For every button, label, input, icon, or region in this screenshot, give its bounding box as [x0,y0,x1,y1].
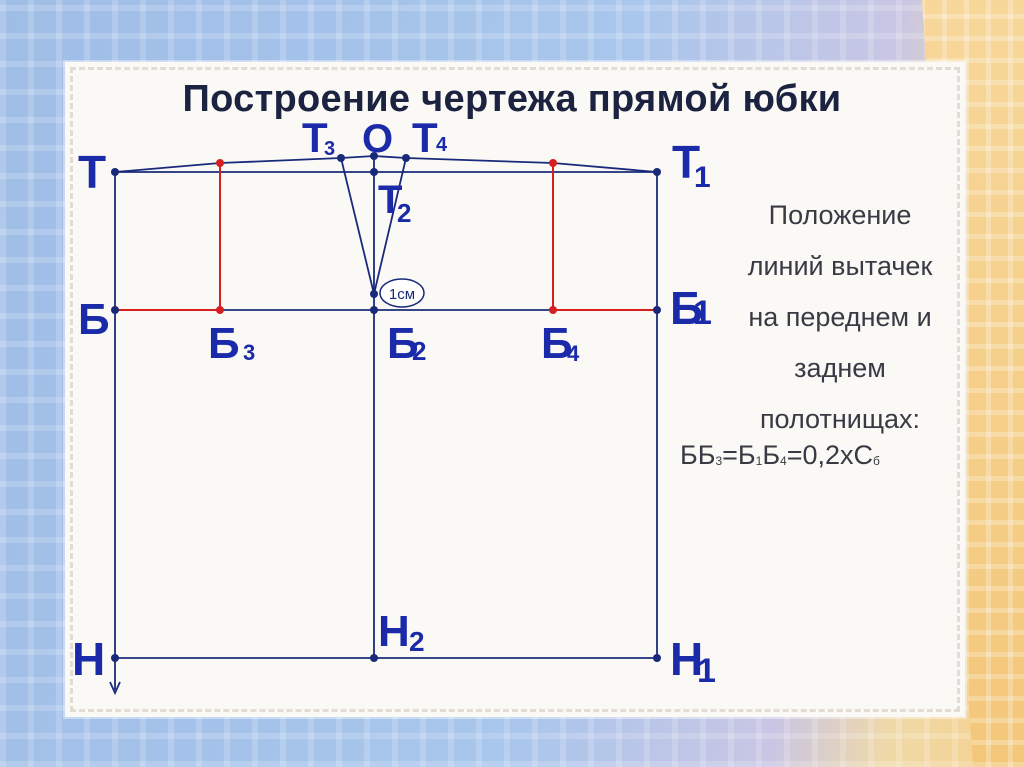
label-B4-sub: 4 [567,341,580,366]
point-O [370,152,378,160]
caption-line-4: заднем [794,353,886,383]
dart-depth-label: 1см [389,286,415,303]
formula-sub-4: б [873,454,880,468]
point-T [111,168,119,176]
caption-line-5: полотнищах: [759,404,921,434]
caption-line-2: линий вытачек [747,251,933,281]
formula-part-2: =Б [722,440,756,470]
label-T4-main: Т [412,114,438,161]
point-B2 [370,306,378,314]
label-T2-main: Т [378,178,402,222]
caption-line-3: на переднем и [748,302,932,332]
point-dart-tip [370,290,378,298]
formula-sub-3: 4 [780,454,787,468]
arrow-head [109,681,121,696]
label-T3-sub: 3 [324,138,335,160]
label-H2-main: Н [378,607,410,656]
label-B3-sub: 3 [243,340,255,365]
slide-title: Построение чертежа прямой юбки [182,78,842,120]
label-H1-main: Н [670,633,703,685]
point-T2 [370,168,378,176]
point-B3 [216,306,224,314]
point-H [111,654,119,662]
point-T3 [337,154,345,162]
label-B: Б [78,295,110,344]
dart-formula: ББ3=Б1Б4=0,2хСб [680,440,880,471]
label-B4-main: Б [541,319,573,368]
point-B [111,306,119,314]
dart-depth-bubble [379,278,425,308]
label-T4-sub: 4 [436,134,448,156]
label-B3-main: Б [208,319,240,368]
point-dart-top-right [549,159,557,167]
formula-part-3: Б [762,440,781,470]
label-H1-sub: 1 [697,652,716,690]
caption-text: Положение линий вытачек на переднем и за… [690,190,990,445]
formula-sub-2: 1 [755,454,763,468]
label-T: Т [78,146,106,198]
label-B2-main: Б [387,319,419,368]
dart-line-left [340,157,375,295]
point-B1 [653,306,661,314]
label-T2-sub: 2 [397,198,411,228]
caption-line-1: Положение [768,200,912,230]
label-B2-sub: 2 [412,336,426,366]
dart-line-right [373,157,407,295]
label-T3-main: Т [302,114,328,161]
label-T1-main: Т [672,136,700,188]
point-T4 [402,154,410,162]
label-O: О [362,117,393,161]
label-B1-sub: 1 [693,294,712,332]
point-dart-top-left [216,159,224,167]
label-B1-main: Б [670,282,703,334]
formula-part-1: ББ [680,440,716,470]
label-T1-sub: 1 [694,161,711,194]
formula-part-4: =0,2хС [786,440,874,470]
formula-sub-1: 3 [715,454,723,468]
label-H2-sub: 2 [409,626,425,657]
label-H: Н [72,633,105,685]
point-T1 [653,168,661,176]
point-B4 [549,306,557,314]
point-H1 [653,654,661,662]
point-H2 [370,654,378,662]
